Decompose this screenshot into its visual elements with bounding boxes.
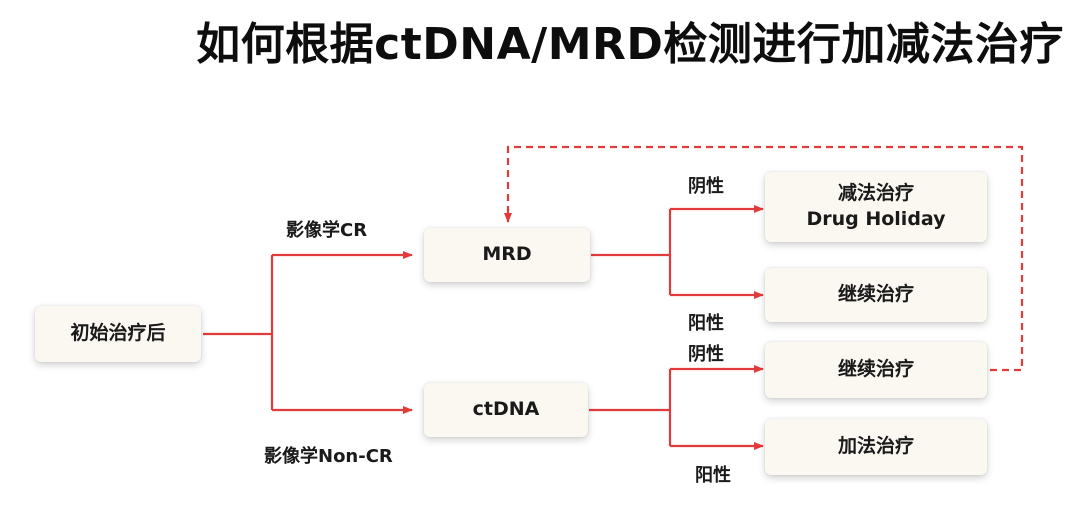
node-start-label: 初始治疗后 bbox=[70, 322, 166, 345]
edge-label-ctdna-negative: 阴性 bbox=[688, 344, 724, 365]
node-reduce-therapy: 减法治疗 Drug Holiday bbox=[765, 172, 987, 242]
node-continue-therapy-ctdna: 继续治疗 bbox=[765, 342, 987, 398]
edge-label-ctdna-positive: 阳性 bbox=[695, 465, 731, 486]
node-continue-therapy-mrd-label: 继续治疗 bbox=[837, 283, 914, 306]
node-reduce-therapy-line2: Drug Holiday bbox=[806, 208, 946, 230]
node-continue-therapy-ctdna-label: 继续治疗 bbox=[837, 358, 914, 381]
node-continue-therapy-mrd: 继续治疗 bbox=[765, 268, 987, 322]
node-add-therapy-label: 加法治疗 bbox=[837, 435, 914, 458]
node-ctdna: ctDNA bbox=[424, 383, 588, 437]
edge-label-imaging-cr: 影像学CR bbox=[286, 220, 368, 241]
node-mrd-label: MRD bbox=[482, 243, 532, 266]
node-start: 初始治疗后 bbox=[35, 306, 201, 362]
edge-label-mrd-negative: 阴性 bbox=[688, 176, 724, 197]
node-ctdna-label: ctDNA bbox=[472, 398, 540, 421]
connector-feedback-loop bbox=[504, 145, 1024, 372]
edge-label-imaging-non-cr: 影像学Non-CR bbox=[264, 446, 393, 467]
edge-label-mrd-positive: 阳性 bbox=[688, 313, 724, 334]
node-add-therapy: 加法治疗 bbox=[765, 419, 987, 475]
page-title: 如何根据ctDNA/MRD检测进行加减法治疗 bbox=[196, 19, 1064, 70]
node-mrd: MRD bbox=[424, 228, 590, 282]
node-reduce-therapy-line1: 减法治疗 bbox=[837, 182, 914, 205]
